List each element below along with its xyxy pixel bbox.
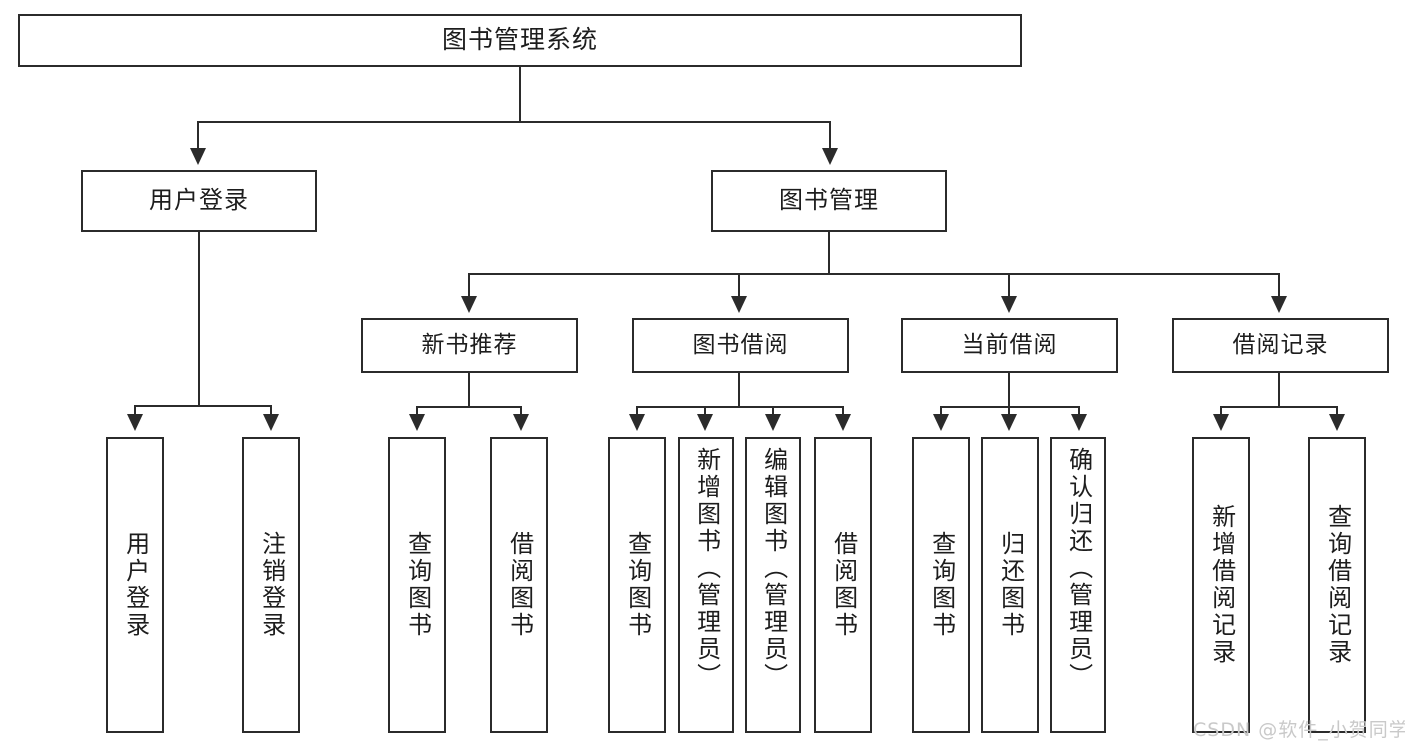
arrow-bb-to-leaf-1 [629, 414, 645, 431]
leaf-label: 借阅图书 [505, 531, 534, 639]
csdn-watermark: CSDN @软件_小贺同学 [1193, 719, 1405, 741]
leaf-label: 新增借阅记录 [1207, 504, 1236, 666]
edge-bb-to-leaf-4 [842, 406, 844, 418]
node-label: 当前借阅 [961, 332, 1058, 359]
node-label: 图书管理 [779, 186, 879, 215]
edge-nb-to-leaf-2 [520, 406, 522, 418]
edge-cb-to-leaf-3 [1078, 406, 1080, 418]
edge-bb-to-leaf-1 [636, 406, 638, 418]
leaf-logout[interactable]: 注销登录 [242, 437, 300, 733]
arrow-bm-to-borrow-records [1271, 296, 1287, 313]
edge-bb-to-leaf-3 [772, 406, 774, 418]
edge-borrow-records-bar [1220, 406, 1338, 408]
edge-user-login-to-leaf-1 [134, 405, 136, 417]
node-book-management-system[interactable]: 图书管理系统 [18, 14, 1022, 67]
node-label: 新书推荐 [421, 332, 518, 359]
arrow-user-login-to-leaf-2 [263, 414, 279, 431]
arrow-cb-to-leaf-1 [933, 414, 949, 431]
leaf-edit-book-admin[interactable]: 编辑图书（管理员） [745, 437, 801, 733]
leaf-confirm-return-admin[interactable]: 确认归还（管理员） [1050, 437, 1106, 733]
leaf-label: 注销登录 [257, 531, 286, 639]
edge-br-to-leaf-2 [1336, 406, 1338, 418]
leaf-query-books-current[interactable]: 查询图书 [912, 437, 970, 733]
edge-current-borrow-stem [1008, 373, 1010, 407]
edge-bm-to-book-borrow [738, 273, 740, 298]
leaf-label: 查询图书 [927, 531, 956, 639]
node-label: 借阅记录 [1232, 332, 1329, 359]
arrow-bm-to-new-book [461, 296, 477, 313]
leaf-label: 新增图书（管理员） [692, 447, 721, 690]
arrow-nb-to-leaf-2 [513, 414, 529, 431]
edge-root-to-user-login [197, 121, 199, 151]
edge-user-login-to-leaf-2 [270, 405, 272, 417]
arrow-br-to-leaf-1 [1213, 414, 1229, 431]
edge-book-management-bar [468, 273, 1280, 275]
leaf-label: 借阅图书 [829, 531, 858, 639]
node-book-management[interactable]: 图书管理 [711, 170, 947, 232]
arrow-cb-to-leaf-2 [1001, 414, 1017, 431]
edge-root-stem [519, 67, 521, 122]
edge-bm-to-current-borrow [1008, 273, 1010, 298]
node-current-borrow[interactable]: 当前借阅 [901, 318, 1118, 373]
leaf-label: 归还图书 [996, 531, 1025, 639]
node-book-borrow[interactable]: 图书借阅 [632, 318, 849, 373]
edge-new-book-stem [468, 373, 470, 407]
leaf-label: 用户登录 [121, 531, 150, 639]
leaf-label: 查询图书 [623, 531, 652, 639]
edge-book-management-stem [828, 232, 830, 274]
leaf-label: 查询借阅记录 [1323, 504, 1352, 666]
node-new-book-recommend[interactable]: 新书推荐 [361, 318, 578, 373]
node-borrow-records[interactable]: 借阅记录 [1172, 318, 1389, 373]
arrow-bm-to-current-borrow [1001, 296, 1017, 313]
node-label: 用户登录 [149, 186, 249, 215]
edge-new-book-bar [416, 406, 522, 408]
edge-bm-to-new-book [468, 273, 470, 298]
leaf-borrow-books-recommend[interactable]: 借阅图书 [490, 437, 548, 733]
edge-root-bar [197, 121, 831, 123]
leaf-label: 查询图书 [403, 531, 432, 639]
edge-nb-to-leaf-1 [416, 406, 418, 418]
edge-br-to-leaf-1 [1220, 406, 1222, 418]
edge-cb-to-leaf-2 [1008, 406, 1010, 418]
arrow-bb-to-leaf-3 [765, 414, 781, 431]
edge-root-to-book-management [829, 121, 831, 151]
arrow-nb-to-leaf-1 [409, 414, 425, 431]
leaf-query-books-recommend[interactable]: 查询图书 [388, 437, 446, 733]
edge-cb-to-leaf-1 [940, 406, 942, 418]
leaf-query-books-borrow[interactable]: 查询图书 [608, 437, 666, 733]
arrow-user-login-to-leaf-1 [127, 414, 143, 431]
arrow-br-to-leaf-2 [1329, 414, 1345, 431]
node-user-login[interactable]: 用户登录 [81, 170, 317, 232]
leaf-add-book-admin[interactable]: 新增图书（管理员） [678, 437, 734, 733]
leaf-borrow-books[interactable]: 借阅图书 [814, 437, 872, 733]
leaf-return-books[interactable]: 归还图书 [981, 437, 1039, 733]
edge-bm-to-borrow-records [1278, 273, 1280, 298]
leaf-label: 确认归还（管理员） [1064, 447, 1093, 690]
node-label: 图书管理系统 [441, 25, 598, 55]
edge-borrow-records-stem [1278, 373, 1280, 407]
arrow-root-to-book-management [822, 148, 838, 165]
edge-book-borrow-stem [738, 373, 740, 407]
leaf-add-borrow-record[interactable]: 新增借阅记录 [1192, 437, 1250, 733]
edge-book-borrow-bar [636, 406, 844, 408]
leaf-label: 编辑图书（管理员） [759, 447, 788, 690]
edge-user-login-bar [134, 405, 272, 407]
edge-user-login-stem [198, 232, 200, 406]
arrow-bb-to-leaf-2 [697, 414, 713, 431]
node-label: 图书借阅 [692, 332, 789, 359]
edge-current-borrow-bar [940, 406, 1080, 408]
arrow-bm-to-book-borrow [731, 296, 747, 313]
arrow-root-to-user-login [190, 148, 206, 165]
leaf-user-login[interactable]: 用户登录 [106, 437, 164, 733]
edge-bb-to-leaf-2 [704, 406, 706, 418]
leaf-query-borrow-record[interactable]: 查询借阅记录 [1308, 437, 1366, 733]
arrow-bb-to-leaf-4 [835, 414, 851, 431]
arrow-cb-to-leaf-3 [1071, 414, 1087, 431]
